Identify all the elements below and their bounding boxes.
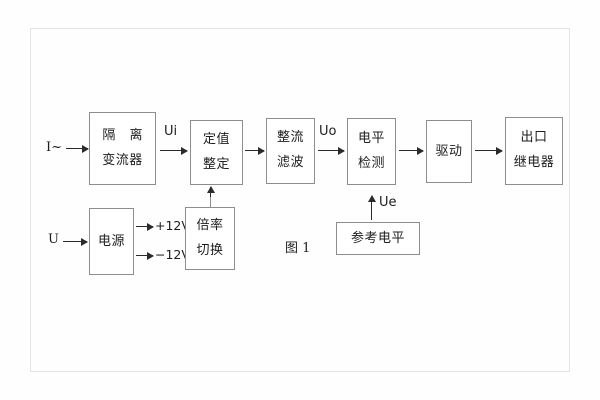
block-driver-line1: 驱动 <box>435 144 463 159</box>
block-multiplier-switch-line2: 切换 <box>196 242 224 258</box>
block-isolation-transformer-line2: 变流器 <box>102 152 143 168</box>
block-setting-adjust-line2: 整定 <box>202 156 230 172</box>
block-power-supply[interactable]: 电源 <box>89 208 134 275</box>
block-driver[interactable]: 驱动 <box>426 120 472 183</box>
block-level-detect-line1: 电平 <box>357 130 385 146</box>
signal-label-uo: Uo <box>319 124 337 139</box>
line-multiplier-stem <box>210 195 211 207</box>
arrow-rail-negative <box>136 251 154 260</box>
arrow-reference-to-level-detect <box>367 195 376 220</box>
block-reference-level-line1: 参考电平 <box>350 231 405 246</box>
block-rectifier-filter[interactable]: 整流 滤波 <box>266 118 315 184</box>
signal-label-ui: Ui <box>164 124 178 139</box>
label-rail-negative: −12V <box>155 247 190 262</box>
input-label-voltage: U <box>48 232 59 247</box>
arrow-voltage-to-power-supply <box>63 237 88 246</box>
arrow-isolation-to-setting <box>160 146 188 155</box>
input-label-current: I~ <box>46 140 63 155</box>
block-level-detect-line2: 检测 <box>357 155 385 171</box>
block-setting-adjust[interactable]: 定值 整定 <box>190 120 243 185</box>
block-output-relay[interactable]: 出口 继电器 <box>505 117 563 185</box>
figure-caption: 图 1 <box>285 241 311 256</box>
arrow-driver-to-output-relay <box>475 146 503 155</box>
label-rail-positive: +12V <box>155 218 190 233</box>
block-reference-level[interactable]: 参考电平 <box>336 222 420 255</box>
signal-label-ue: Ue <box>379 195 397 210</box>
block-output-relay-line2: 继电器 <box>513 155 555 170</box>
arrow-level-detect-to-driver <box>399 146 424 155</box>
block-setting-adjust-line1: 定值 <box>202 131 230 147</box>
block-rectifier-filter-line2: 滤波 <box>276 155 304 170</box>
figure-frame <box>30 28 570 372</box>
arrow-multiplier-to-setting <box>206 186 215 197</box>
arrow-rail-positive <box>136 222 154 231</box>
block-output-relay-line1: 出口 <box>520 130 548 146</box>
arrow-current-to-isolation <box>66 144 89 153</box>
block-multiplier-switch-line1: 倍率 <box>196 217 224 233</box>
arrow-rectifier-to-level-detect <box>318 146 345 155</box>
block-isolation-transformer-line1: 隔 离 <box>102 127 148 143</box>
arrow-setting-to-rectifier <box>245 146 265 155</box>
block-multiplier-switch[interactable]: 倍率 切换 <box>185 207 235 270</box>
block-rectifier-filter-line1: 整流 <box>276 130 304 146</box>
block-isolation-transformer[interactable]: 隔 离 变流器 <box>89 112 156 185</box>
block-level-detect[interactable]: 电平 检测 <box>347 118 396 185</box>
block-power-supply-line1: 电源 <box>97 234 125 249</box>
